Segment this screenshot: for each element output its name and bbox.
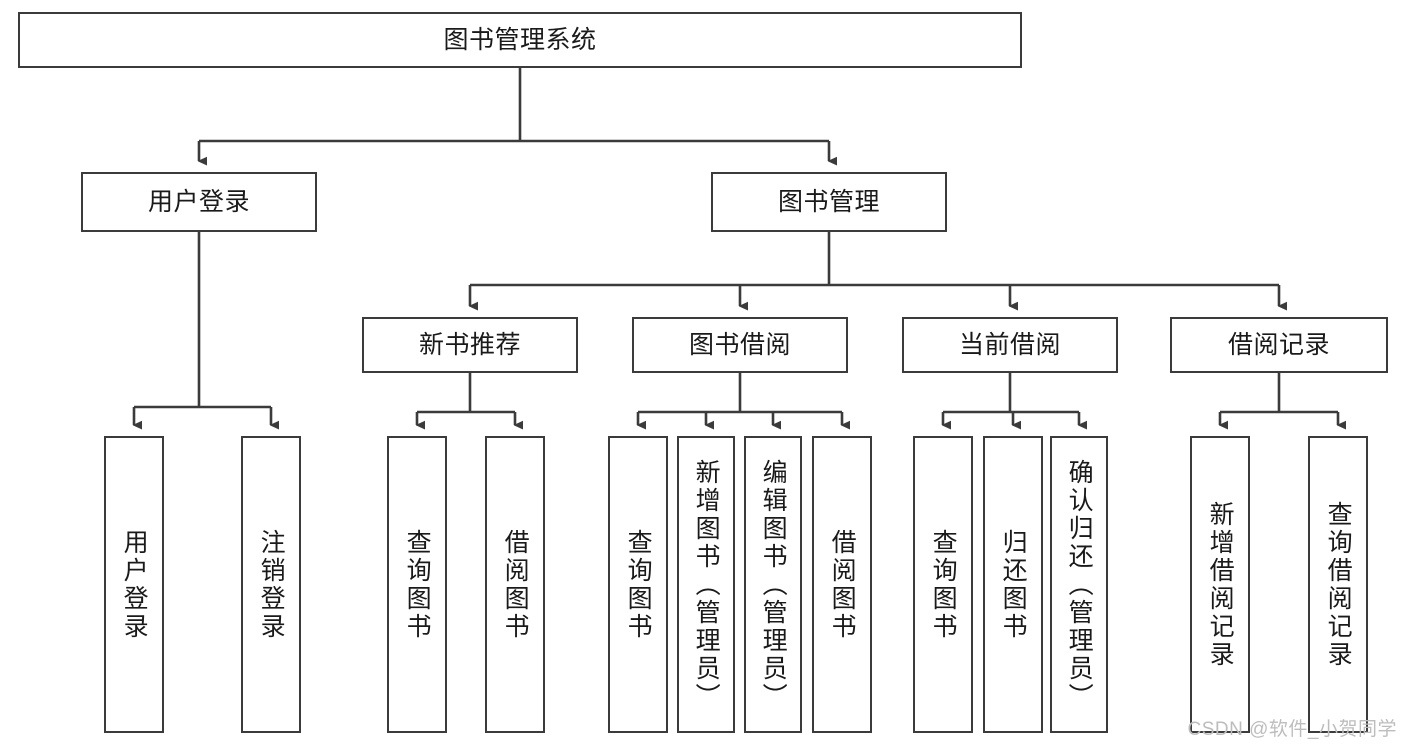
node-label: 借阅记录 (1227, 330, 1330, 359)
node-label: 借阅图书 (828, 528, 857, 641)
node-label: 编辑图书（管理员） (759, 458, 788, 711)
node-label: 新书推荐 (418, 330, 521, 359)
node-bookmgmt[interactable]: 图书管理 (711, 172, 947, 232)
node-label: 图书管理 (777, 187, 880, 216)
node-label: 图书管理系统 (443, 25, 597, 54)
node-label: 新增借阅记录 (1206, 500, 1235, 669)
node-label: 新增图书（管理员） (692, 458, 721, 711)
node-label: 当前借阅 (958, 330, 1061, 359)
node-leaf-borrow-4[interactable]: 借阅图书 (812, 436, 872, 733)
node-leaf-rec-1[interactable]: 新增借阅记录 (1190, 436, 1250, 733)
node-label: 注销登录 (257, 528, 286, 641)
node-label: 查询图书 (403, 528, 432, 641)
node-newbooks[interactable]: 新书推荐 (362, 317, 578, 373)
node-borrow[interactable]: 图书借阅 (632, 317, 848, 373)
node-label: 查询图书 (624, 528, 653, 641)
node-label: 用户登录 (120, 528, 149, 641)
node-leaf-new-1[interactable]: 查询图书 (387, 436, 447, 733)
node-root[interactable]: 图书管理系统 (18, 12, 1022, 68)
node-leaf-borrow-3[interactable]: 编辑图书（管理员） (744, 436, 802, 733)
node-leaf-rec-2[interactable]: 查询借阅记录 (1308, 436, 1368, 733)
node-label: 查询借阅记录 (1324, 500, 1353, 669)
node-leaf-login-2[interactable]: 注销登录 (241, 436, 301, 733)
node-label: 查询图书 (929, 528, 958, 641)
node-leaf-login-1[interactable]: 用户登录 (104, 436, 164, 733)
node-leaf-cur-1[interactable]: 查询图书 (913, 436, 973, 733)
node-leaf-borrow-2[interactable]: 新增图书（管理员） (677, 436, 735, 733)
node-leaf-cur-2[interactable]: 归还图书 (983, 436, 1043, 733)
node-leaf-new-2[interactable]: 借阅图书 (485, 436, 545, 733)
node-label: 借阅图书 (501, 528, 530, 641)
node-leaf-borrow-1[interactable]: 查询图书 (608, 436, 668, 733)
node-login[interactable]: 用户登录 (81, 172, 317, 232)
node-label: 用户登录 (147, 187, 250, 216)
node-label: 图书借阅 (688, 330, 791, 359)
node-label: 归还图书 (999, 528, 1028, 641)
node-leaf-cur-3[interactable]: 确认归还（管理员） (1050, 436, 1108, 733)
node-label: 确认归还（管理员） (1065, 458, 1094, 711)
node-current[interactable]: 当前借阅 (902, 317, 1118, 373)
node-records[interactable]: 借阅记录 (1170, 317, 1388, 373)
